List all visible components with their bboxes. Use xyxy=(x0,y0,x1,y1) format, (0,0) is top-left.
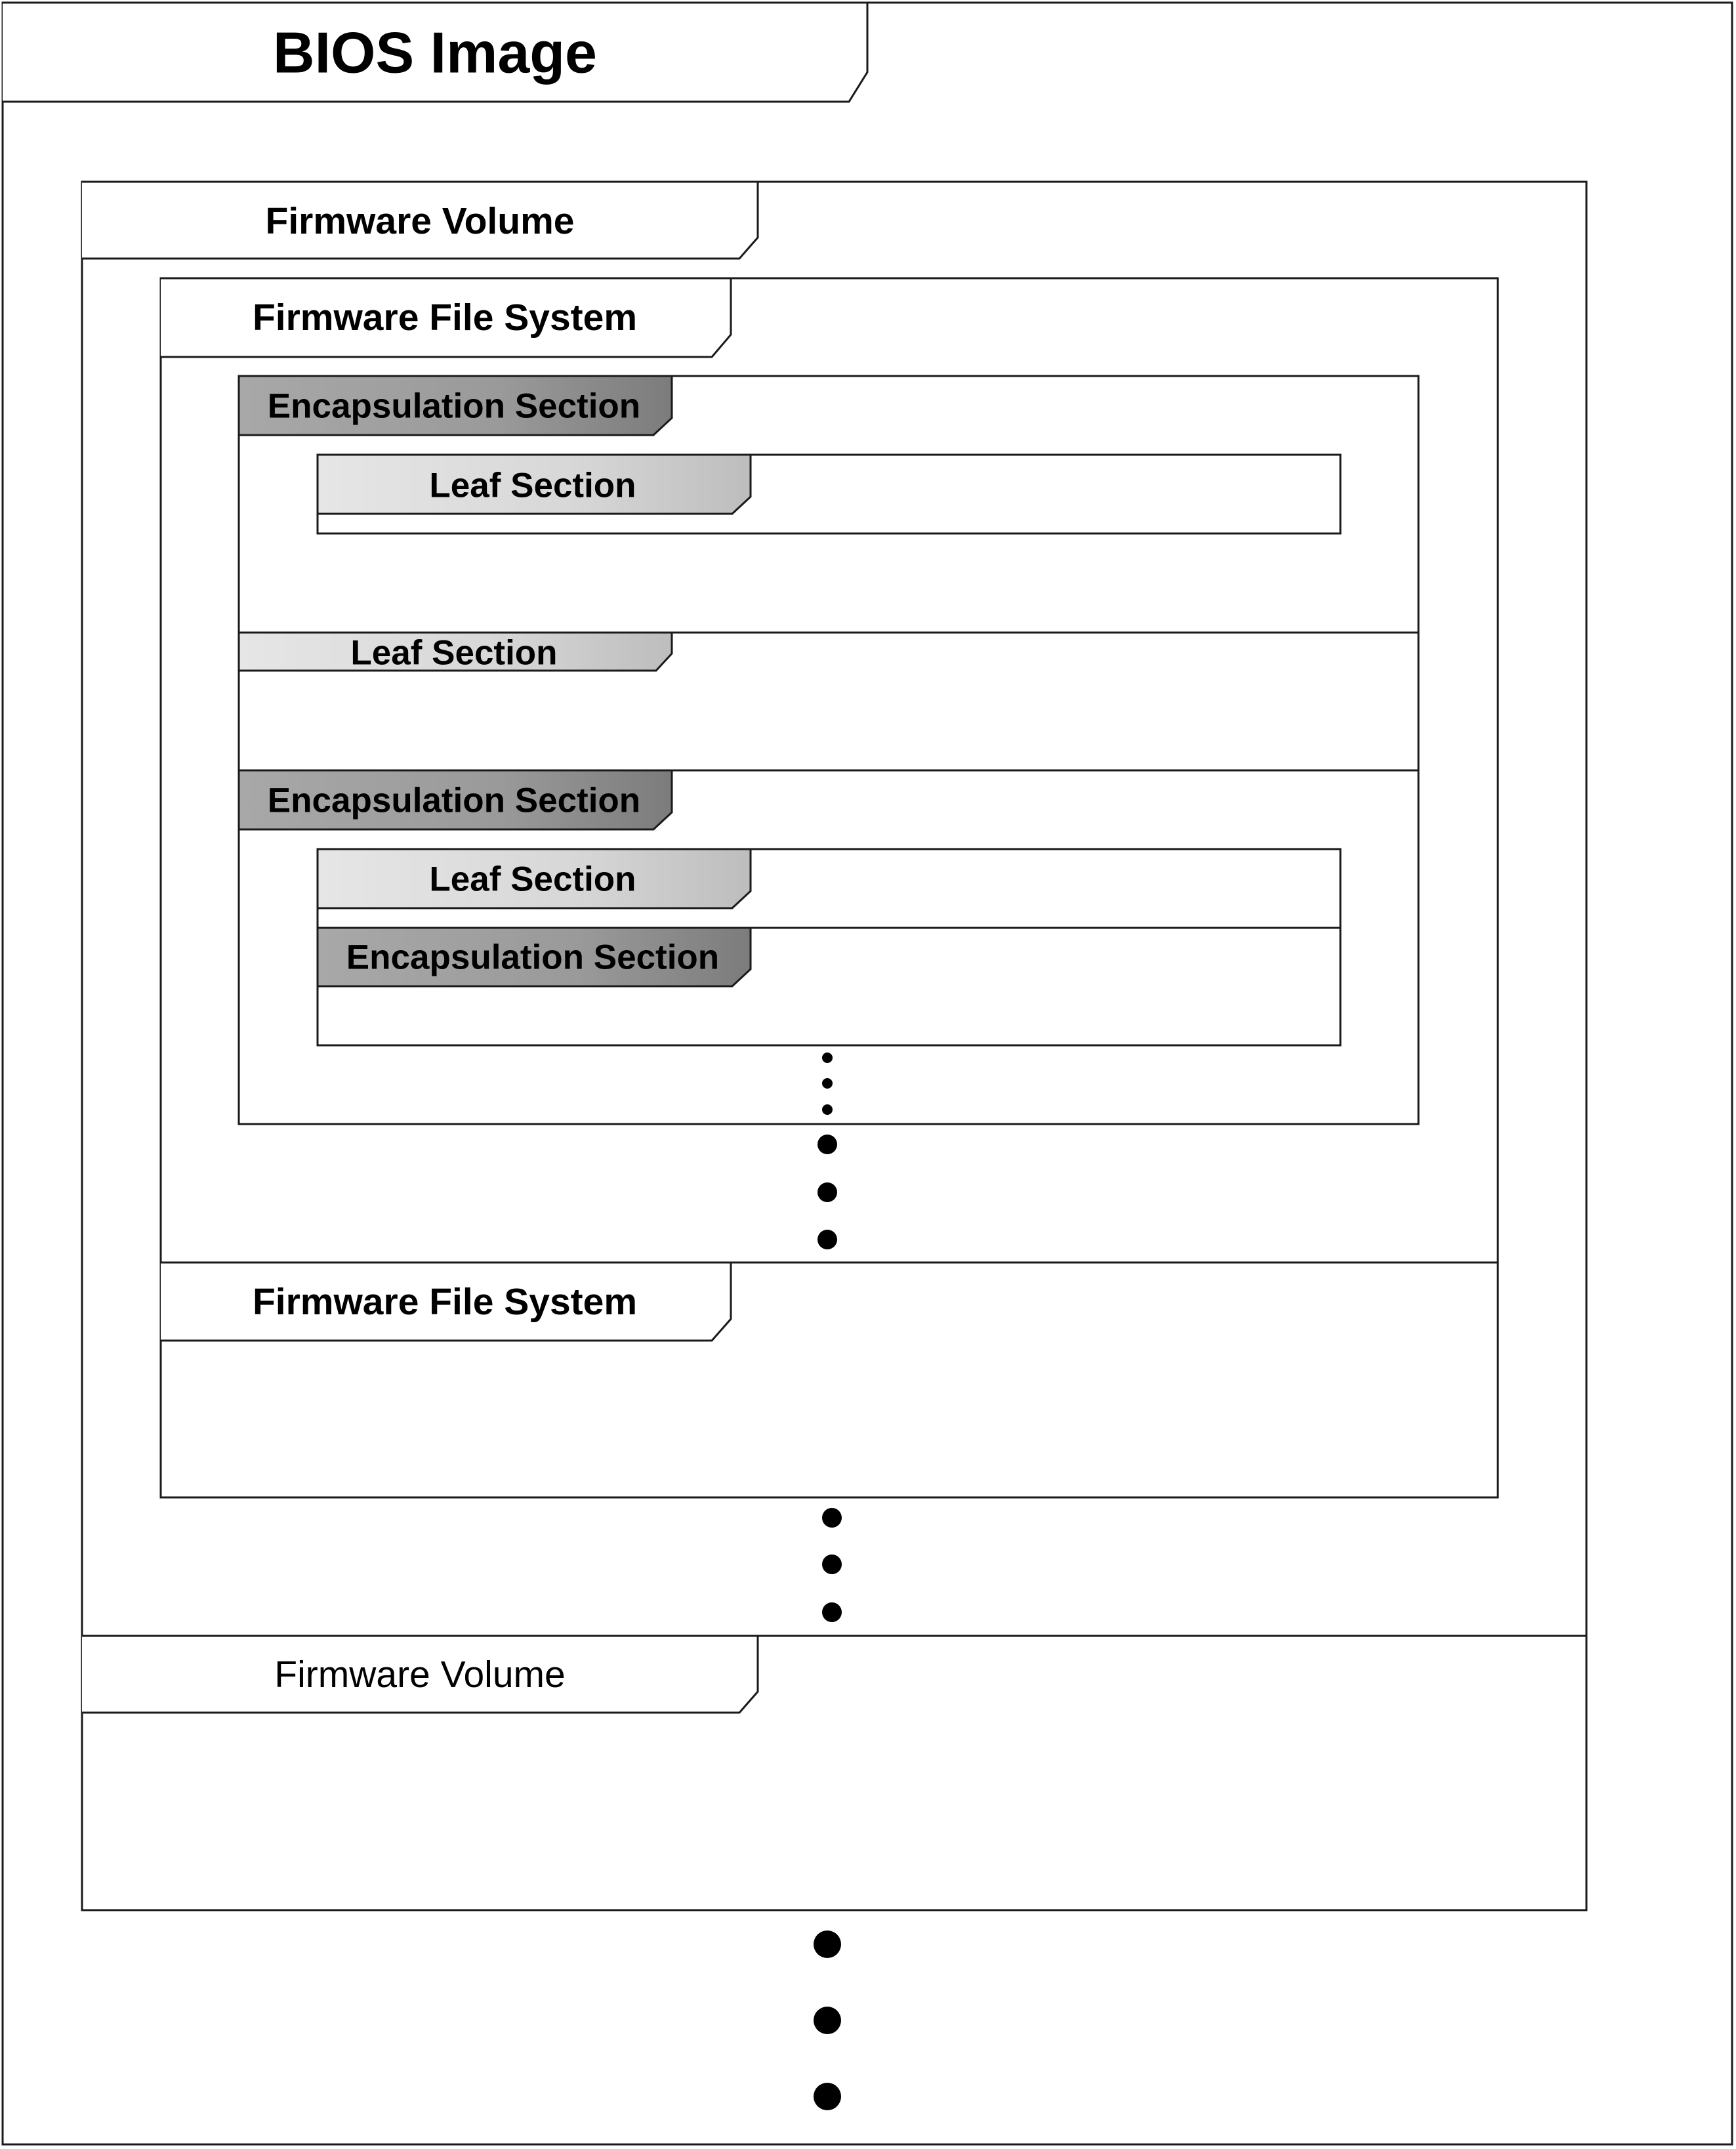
ellipsis-dot-ffs-1 xyxy=(817,1135,837,1154)
firmware-volume-label-1: Firmware Volume xyxy=(266,200,575,242)
ellipsis-dot-bios-2 xyxy=(814,2007,841,2034)
leaf-section-label-1: Leaf Section xyxy=(429,467,636,505)
ellipsis-dot-bios-1 xyxy=(814,1930,841,1958)
ellipsis-dot-small-3 xyxy=(822,1104,833,1115)
ellipsis-dot-fv-1 xyxy=(822,1508,842,1528)
leaf-section-box-2 xyxy=(238,631,1420,772)
leaf-section-tab-3 xyxy=(316,848,752,909)
firmware-file-system-tab-2 xyxy=(161,1261,732,1342)
leaf-section-label-3: Leaf Section xyxy=(429,860,636,899)
encapsulation-section-label-2: Encapsulation Section xyxy=(268,782,640,820)
ellipsis-dot-small-1 xyxy=(822,1053,833,1063)
ellipsis-dot-bios-3 xyxy=(814,2083,841,2110)
bios-image-title: BIOS Image xyxy=(273,20,597,85)
ellipsis-dot-ffs-2 xyxy=(817,1182,837,1202)
firmware-volume-tab-2 xyxy=(82,1635,759,1714)
encapsulation-section-label-1: Encapsulation Section xyxy=(268,387,640,426)
encapsulation-section-tab-2 xyxy=(238,769,673,831)
leaf-section-tab-2 xyxy=(238,631,673,672)
firmware-volume-label-2: Firmware Volume xyxy=(274,1654,565,1696)
bios-image-tab xyxy=(3,1,869,103)
firmware-file-system-label-1: Firmware File System xyxy=(253,297,637,339)
encapsulation-section-tab-3 xyxy=(316,927,752,988)
leaf-section-tab-1 xyxy=(316,453,752,515)
ellipsis-dot-small-2 xyxy=(822,1078,833,1089)
firmware-file-system-label-2: Firmware File System xyxy=(253,1281,637,1323)
leaf-section-label-2: Leaf Section xyxy=(350,634,557,673)
encapsulation-section-label-3: Encapsulation Section xyxy=(346,938,719,977)
firmware-file-system-tab-1 xyxy=(161,277,732,358)
ellipsis-dot-ffs-3 xyxy=(817,1230,837,1249)
ellipsis-dot-fv-3 xyxy=(822,1602,842,1622)
firmware-volume-tab-1 xyxy=(82,180,759,260)
ellipsis-dot-fv-2 xyxy=(822,1554,842,1574)
encapsulation-section-tab-1 xyxy=(238,375,673,436)
